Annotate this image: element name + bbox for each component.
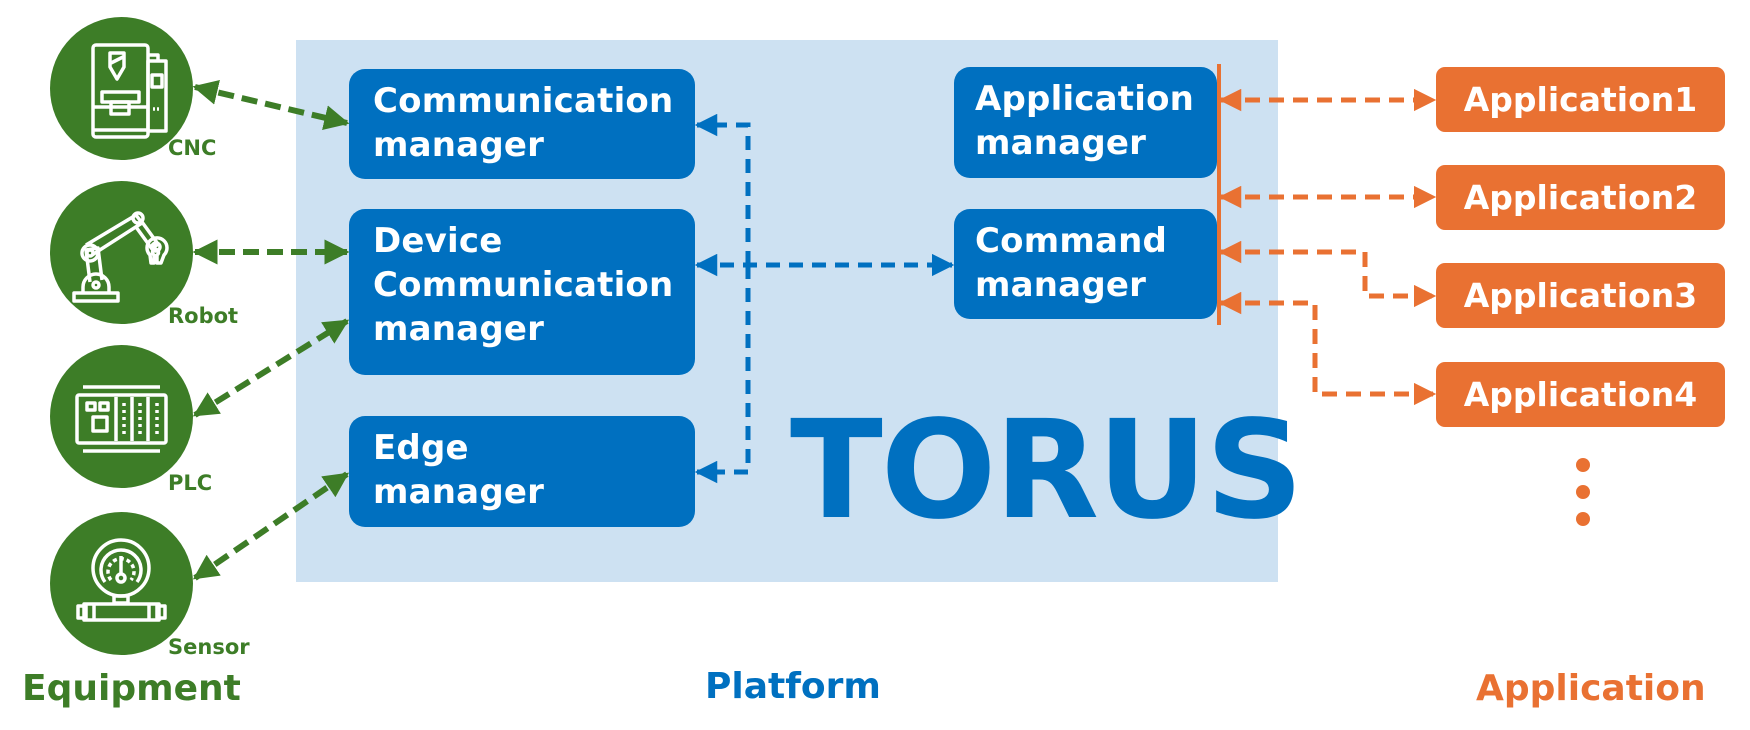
equipment-label-sensor: Sensor: [168, 635, 250, 659]
more-applications-dot: [1576, 485, 1590, 499]
pressure-gauge-icon: [76, 538, 167, 622]
equipment-label-robot: Robot: [168, 304, 239, 328]
communication-manager-line1: Communication: [373, 81, 674, 121]
application-manager-line1: Application: [975, 79, 1195, 119]
device-communication-manager[interactable]: Device Communication manager: [349, 209, 695, 375]
equipment-robot[interactable]: [50, 181, 193, 324]
command-manager-line1: Command: [975, 221, 1168, 261]
robot-arm-icon: [72, 211, 169, 303]
application-item-2[interactable]: Application2: [1436, 165, 1725, 230]
more-applications-dot: [1576, 512, 1590, 526]
equipment-label-plc: PLC: [168, 471, 213, 495]
equipment-cnc[interactable]: [50, 17, 193, 160]
section-label-platform: Platform: [705, 666, 881, 707]
plc-icon: [75, 385, 168, 453]
device-communication-manager-line3: manager: [373, 309, 545, 349]
more-applications-dot: [1576, 458, 1590, 472]
communication-manager-line2: manager: [373, 125, 545, 165]
edge-manager[interactable]: Edge manager: [349, 416, 695, 527]
device-communication-manager-line2: Communication: [373, 265, 674, 305]
equipment-label-cnc: CNC: [168, 136, 217, 160]
torus-brand-title: TORUS: [790, 392, 1303, 550]
application-item-4[interactable]: Application4: [1436, 362, 1725, 427]
command-manager[interactable]: Command manager: [954, 209, 1217, 319]
device-communication-manager-line1: Device: [373, 221, 503, 261]
communication-manager[interactable]: Communication manager: [349, 69, 695, 179]
equipment-sensor[interactable]: [50, 512, 193, 655]
application-item-1[interactable]: Application1: [1436, 67, 1725, 132]
application-manager-line2: manager: [975, 123, 1147, 163]
application-item-3[interactable]: Application3: [1436, 263, 1725, 328]
section-label-application: Application: [1476, 668, 1706, 709]
application-manager[interactable]: Application manager: [954, 67, 1217, 178]
command-manager-line2: manager: [975, 265, 1147, 305]
section-label-equipment: Equipment: [22, 668, 241, 709]
edge-manager-line1: Edge: [373, 428, 469, 468]
cnc-machine-icon: [91, 43, 168, 139]
edge-manager-line2: manager: [373, 472, 545, 512]
equipment-plc[interactable]: [50, 345, 193, 488]
